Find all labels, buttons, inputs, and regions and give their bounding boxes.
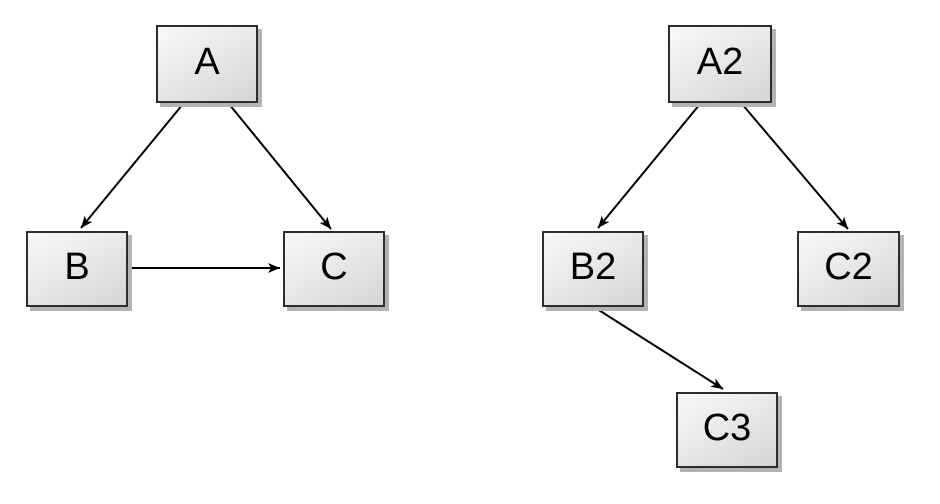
node-C2[interactable]: C2	[797, 231, 900, 307]
node-C[interactable]: C	[283, 231, 385, 307]
edge-A-C[interactable]	[228, 103, 332, 230]
node-C3-label: C3	[702, 407, 752, 449]
node-B2-label: B2	[569, 246, 617, 288]
node-A2[interactable]: A2	[668, 25, 772, 103]
edge-A2-C2[interactable]	[741, 103, 849, 230]
edge-A-B[interactable]	[80, 103, 184, 229]
node-A2-label: A2	[696, 41, 744, 83]
node-B-label: B	[64, 246, 90, 288]
edge-A2-B2[interactable]	[597, 103, 701, 229]
node-C-label: C	[320, 246, 348, 288]
edge-B2-C3[interactable]	[593, 306, 724, 390]
node-C2-label: C2	[824, 246, 873, 288]
node-A[interactable]: A	[156, 25, 258, 103]
node-A-label: A	[194, 41, 220, 83]
node-C3[interactable]: C3	[676, 392, 778, 468]
node-B[interactable]: B	[26, 231, 128, 307]
node-B2[interactable]: B2	[542, 231, 644, 307]
